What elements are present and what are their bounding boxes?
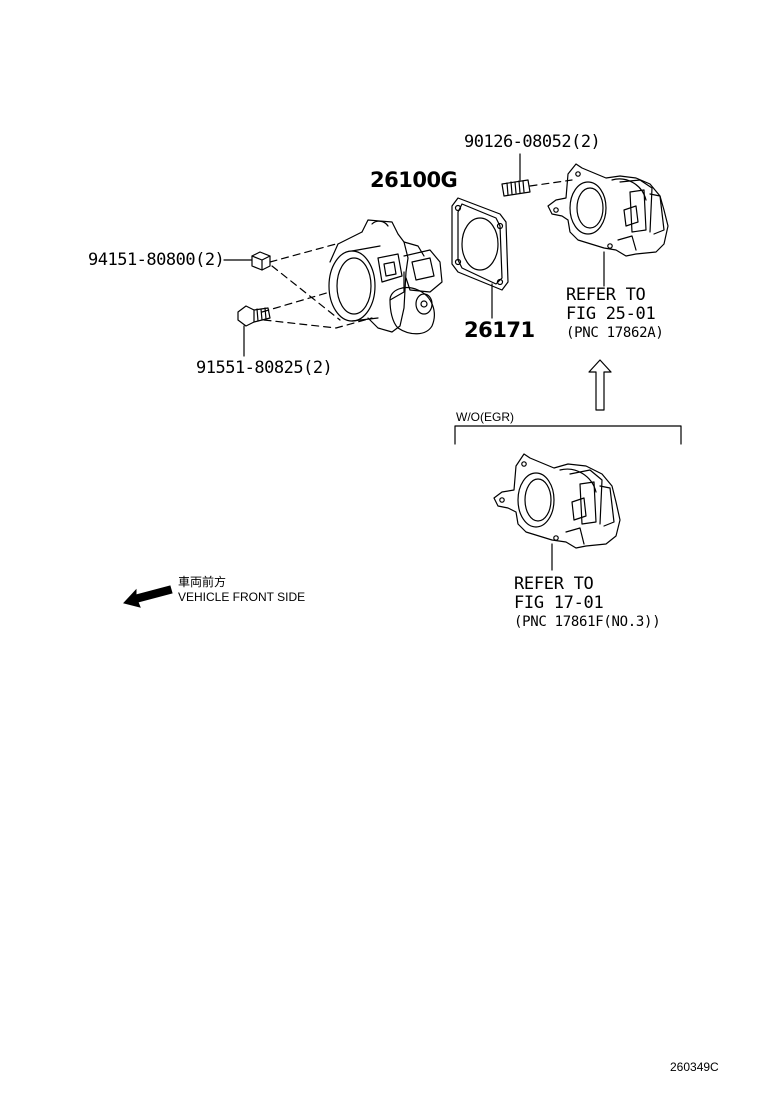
- front-direction-arrow-icon: [123, 585, 173, 608]
- variant-bracket: [454, 425, 682, 445]
- part-number-26171[interactable]: 26171: [464, 318, 535, 342]
- part-number-90126[interactable]: 90126-08052(2): [464, 132, 601, 152]
- up-arrow-icon: [588, 359, 612, 411]
- front-side-en: VEHICLE FRONT SIDE: [178, 590, 306, 604]
- refer-upper[interactable]: REFER TO FIG 25-01 (PNC 17862A): [566, 286, 664, 343]
- refer-upper-line2: FIG 25-01: [566, 304, 656, 324]
- intake-chamber-lower: [493, 453, 621, 549]
- refer-upper-line3: (PNC 17862A): [566, 325, 664, 341]
- gasket-26171: [451, 197, 509, 291]
- nut-94151: [251, 251, 271, 271]
- assembly-lines: [261, 179, 573, 329]
- part-number-91551[interactable]: 91551-80825(2): [196, 358, 333, 378]
- refer-upper-line1: REFER TO: [566, 285, 646, 305]
- bolt-91551: [237, 305, 271, 327]
- front-side-jp: 車両前方: [178, 575, 227, 589]
- part-number-94151[interactable]: 94151-80800(2): [88, 250, 225, 270]
- refer-lower-line3: (PNC 17861F(NO.3)): [514, 614, 661, 630]
- stud-bolt-90126: [501, 179, 531, 197]
- intake-chamber-upper: [547, 163, 669, 257]
- refer-lower-line1: REFER TO: [514, 574, 594, 594]
- refer-lower-line2: FIG 17-01: [514, 593, 604, 613]
- variant-label: W/O(EGR): [456, 410, 514, 424]
- figure-code: 260349C: [670, 1060, 719, 1074]
- refer-lower[interactable]: REFER TO FIG 17-01 (PNC 17861F(NO.3)): [514, 574, 661, 632]
- throttle-body-26100g: [328, 219, 443, 335]
- part-number-26100g[interactable]: 26100G: [370, 168, 458, 192]
